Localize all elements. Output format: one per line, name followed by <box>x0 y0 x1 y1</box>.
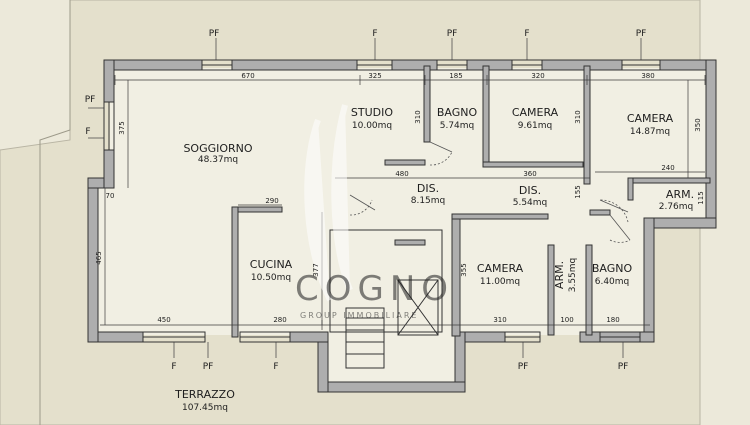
dimension-value: 100 <box>560 316 573 324</box>
opening-label: PF <box>636 29 647 39</box>
dimension-value: 480 <box>395 170 408 178</box>
opening-label: F <box>273 362 278 372</box>
dimension-value: 280 <box>273 316 286 324</box>
room-name: DIS. <box>519 184 541 197</box>
opening-label: PF <box>518 362 529 372</box>
window-frames <box>103 59 661 343</box>
opening-labels: PF F PF F PF PF F F PF F PF PF <box>85 29 647 372</box>
room-name: BAGNO <box>437 106 478 119</box>
dimension-value: 377 <box>312 263 320 276</box>
watermark: COGNO GROUP IMMOBILIARE <box>295 104 454 320</box>
room-name: DIS. <box>417 182 439 195</box>
dimension-value: 360 <box>523 170 536 178</box>
opening-markers <box>88 38 642 358</box>
room-labels: SOGGIORNO 48.37mq STUDIO 10.00mq BAGNO 5… <box>174 106 694 413</box>
room-name: ARM. <box>666 188 694 201</box>
opening-label: PF <box>209 29 220 39</box>
dimension-value: 325 <box>368 72 381 80</box>
stair-core <box>329 229 443 369</box>
room-area: 10.00mq <box>352 121 392 131</box>
room-area: 48.37mq <box>198 155 238 165</box>
dimension-value: 375 <box>118 121 126 134</box>
room-name: CAMERA <box>477 262 524 275</box>
dimension-value: 320 <box>531 72 544 80</box>
dimension-value: 70 <box>106 192 115 200</box>
opening-label: PF <box>203 362 214 372</box>
doors <box>349 141 631 243</box>
dimension-value: 355 <box>460 263 468 276</box>
room-name: BAGNO <box>592 262 633 275</box>
exterior-walls <box>87 59 717 393</box>
opening-label: F <box>372 29 377 39</box>
room-name: STUDIO <box>351 106 393 119</box>
opening-label: PF <box>618 362 629 372</box>
dimension-value: 310 <box>414 110 422 123</box>
dimension-value: 310 <box>493 316 506 324</box>
dimension-value: 240 <box>661 164 674 172</box>
terrace-edge <box>39 0 71 425</box>
dimension-value: 180 <box>606 316 619 324</box>
dimension-value: 310 <box>574 110 582 123</box>
dimension-value: 290 <box>265 197 278 205</box>
room-area: 8.15mq <box>411 196 446 206</box>
room-area: 9.61mq <box>518 121 553 131</box>
watermark-brand: COGNO <box>295 269 454 309</box>
room-area: 2.76mq <box>659 202 694 212</box>
room-area: 10.50mq <box>251 273 291 283</box>
floor-area <box>95 68 710 385</box>
opening-label: F <box>85 127 90 137</box>
dimension-value: 350 <box>694 118 702 131</box>
room-name: SOGGIORNO <box>183 142 252 155</box>
room-area: 107.45mq <box>182 403 228 413</box>
dimension-value: 380 <box>641 72 654 80</box>
opening-label: F <box>171 362 176 372</box>
room-area: 6.40mq <box>595 277 630 287</box>
dimension-value: 155 <box>574 185 582 198</box>
opening-label: PF <box>85 95 96 105</box>
interior-walls <box>231 65 711 338</box>
room-area: 5.74mq <box>440 121 475 131</box>
room-name: CUCINA <box>250 258 293 271</box>
room-name: TERRAZZO <box>174 388 235 401</box>
room-area: 11.00mq <box>480 277 520 287</box>
room-name: CAMERA <box>627 112 674 125</box>
room-area: 3.55mq <box>568 258 578 293</box>
dimension-value: 465 <box>95 251 103 264</box>
dimension-labels: 670 325 185 320 380 375 310 310 350 240 … <box>95 72 705 324</box>
dimension-value: 670 <box>241 72 254 80</box>
dimension-value: 185 <box>449 72 462 80</box>
room-name: ARM. <box>553 261 566 289</box>
opening-label: PF <box>447 29 458 39</box>
dimension-value: 115 <box>697 191 705 204</box>
room-area: 5.54mq <box>513 198 548 208</box>
room-area: 14.87mq <box>630 127 670 137</box>
dimension-value: 450 <box>157 316 170 324</box>
dimension-lines <box>100 75 706 330</box>
room-name: CAMERA <box>512 106 559 119</box>
opening-label: F <box>524 29 529 39</box>
watermark-tagline: GROUP IMMOBILIARE <box>300 311 419 320</box>
